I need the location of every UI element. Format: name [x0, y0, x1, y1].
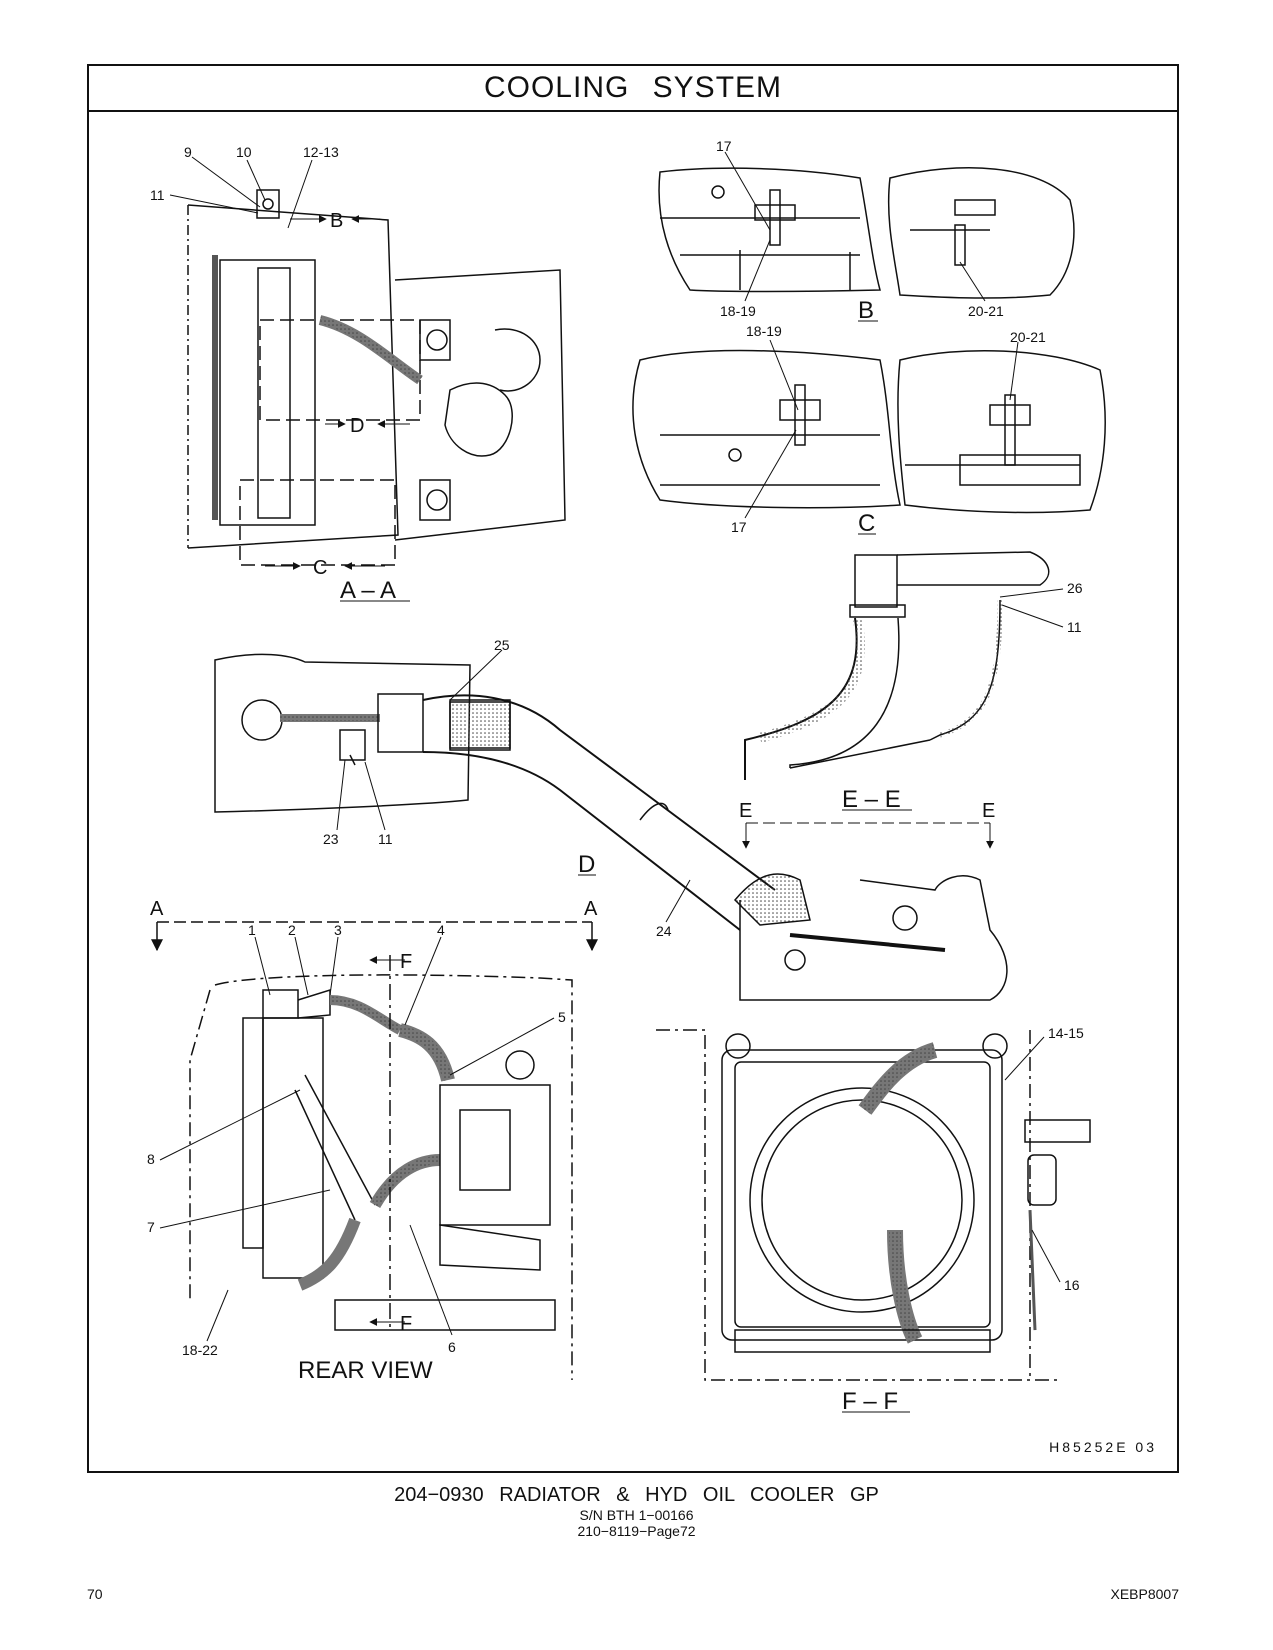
callout-5: 5: [558, 1009, 566, 1025]
callout-8: 8: [147, 1151, 155, 1167]
view-b-drawing: [658, 167, 1075, 299]
view-label-ee: E – E: [842, 786, 901, 813]
view-aa-drawing: [187, 189, 566, 566]
callout-24: 24: [656, 923, 672, 939]
callout-18-19-c: 18-19: [746, 323, 782, 339]
rear-view-leaders: [159, 936, 555, 1342]
view-label-rear: REAR VIEW: [298, 1357, 433, 1384]
callout-17-b: 17: [716, 138, 732, 154]
view-label-ff: F – F: [842, 1388, 898, 1415]
callout-11-d: 11: [378, 831, 393, 847]
section-marker-a-right: A: [584, 898, 598, 920]
callout-12-13: 12-13: [303, 144, 339, 160]
callout-9: 9: [184, 144, 192, 160]
section-line-aa: [151, 921, 598, 952]
view-d-leaders: [336, 649, 691, 923]
callout-6: 6: [448, 1339, 456, 1355]
callout-18-19-b: 18-19: [720, 303, 756, 319]
callout-23: 23: [323, 831, 339, 847]
callout-18-22: 18-22: [182, 1342, 218, 1358]
callout-3: 3: [334, 922, 342, 938]
caption-ref: 210−8119−Page72: [577, 1523, 696, 1539]
diagram-frame: COOLING SYSTEM H85252E 03: [87, 64, 1179, 1473]
callout-17-c: 17: [731, 519, 747, 535]
view-c-drawing: [632, 349, 1106, 514]
callout-2: 2: [288, 922, 296, 938]
view-label-b: B: [858, 297, 874, 324]
view-b-leaders: [724, 151, 986, 322]
view-ff-leaders: [842, 1036, 1061, 1413]
doc-number: XEBP8007: [1110, 1586, 1180, 1602]
section-marker-c: C: [313, 557, 327, 579]
view-label-aa: A – A: [340, 577, 396, 604]
page-title: COOLING SYSTEM: [483, 71, 783, 104]
view-d-drawing: [214, 653, 1008, 1001]
callout-20-21-b: 20-21: [968, 303, 1004, 319]
view-aa-leaders: [169, 156, 410, 602]
section-marker-d: D: [350, 415, 364, 437]
callout-11: 11: [150, 187, 165, 203]
view-ee-leaders: [742, 588, 1064, 849]
callout-7: 7: [147, 1219, 155, 1235]
page-number: 70: [87, 1586, 103, 1602]
callout-26: 26: [1067, 580, 1083, 596]
caption-serial: S/N BTH 1−00166: [579, 1507, 694, 1523]
title-bar: COOLING SYSTEM: [89, 66, 1177, 112]
section-marker-b: B: [330, 210, 343, 232]
view-c-leaders: [744, 339, 1019, 535]
section-marker-e-left: E: [739, 800, 752, 822]
section-marker-e-right: E: [982, 800, 995, 822]
callout-4: 4: [437, 922, 445, 938]
callout-20-21-c: 20-21: [1010, 329, 1046, 345]
illustration-code: H85252E 03: [1049, 1439, 1157, 1455]
view-label-d: D: [578, 851, 595, 878]
callout-1: 1: [248, 922, 256, 938]
caption-main: 204−0930 RADIATOR & HYD OIL COOLER GP: [394, 1484, 879, 1506]
callout-10: 10: [236, 144, 252, 160]
callout-11-ee: 11: [1067, 619, 1082, 635]
section-marker-f-bottom: F: [400, 1313, 412, 1335]
rear-view-drawing: [189, 955, 573, 1380]
callout-16: 16: [1064, 1277, 1080, 1293]
view-label-c: C: [858, 510, 875, 537]
section-marker-a-left: A: [150, 898, 164, 920]
callout-25: 25: [494, 637, 510, 653]
view-ee-drawing: [744, 551, 1050, 780]
view-ff-drawing: [656, 1029, 1091, 1381]
callout-14-15: 14-15: [1048, 1025, 1084, 1041]
section-marker-f-top: F: [400, 951, 412, 973]
